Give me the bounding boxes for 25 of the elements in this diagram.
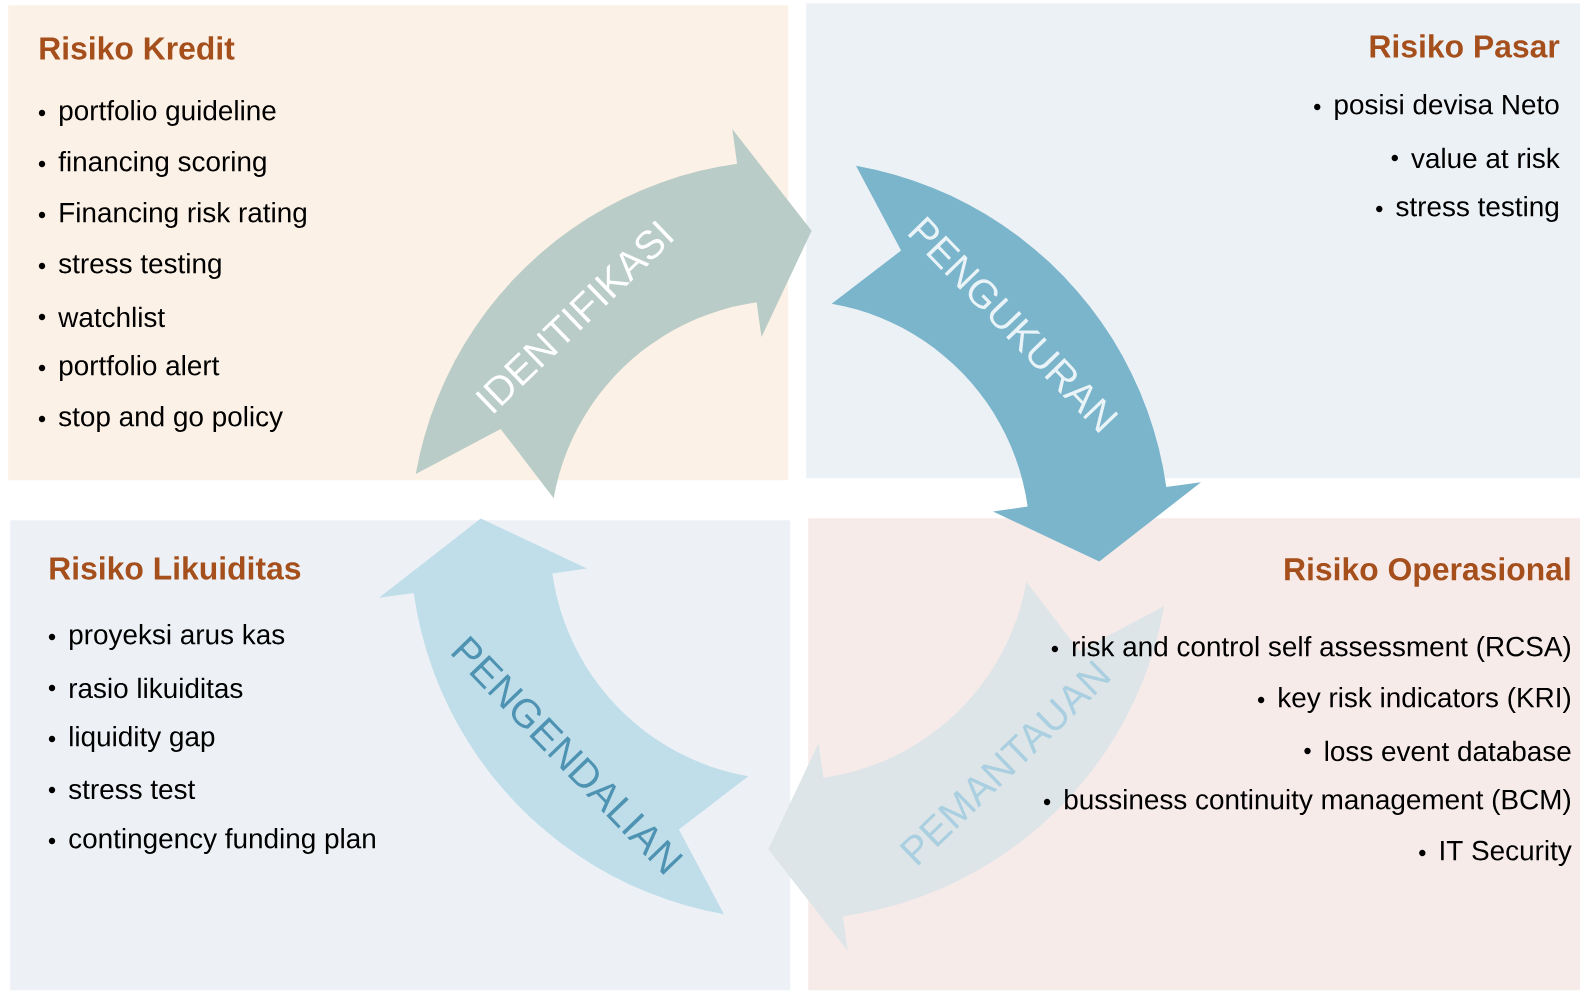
bullet-item: key risk indicators (KRI) xyxy=(1279,687,1571,713)
bullet-item: stress testing xyxy=(59,253,221,279)
panel-heading: Risiko Likuiditas xyxy=(50,556,301,580)
cycle-segment xyxy=(831,165,1201,562)
bullet-item: loss event database xyxy=(1325,740,1571,762)
bullet-item: stress testing xyxy=(1396,196,1558,222)
bullet-item: rasio likuiditas xyxy=(70,677,243,699)
panel-heading: Risiko Operasional xyxy=(1285,557,1570,587)
panel-heading: Risiko Kredit xyxy=(40,36,235,60)
bullet-item: risk and control self assessment (RCSA) xyxy=(1072,636,1571,662)
bullet-item: value at risk xyxy=(1411,147,1560,169)
bullet-item: liquidity gap xyxy=(70,726,215,752)
bullet-item: IT Security xyxy=(1441,840,1572,866)
bullet-item: stress test xyxy=(69,780,196,800)
bullet-item: watchlist xyxy=(58,306,165,328)
bullet-item: stop and go policy xyxy=(59,406,283,432)
panel-heading: Risiko Pasar xyxy=(1370,34,1560,58)
bullet-item: financing scoring xyxy=(58,151,266,177)
bullet-item: portfolio guideline xyxy=(60,100,276,126)
bullet-item: contingency funding plan xyxy=(69,828,375,854)
cycle-segment xyxy=(415,129,812,499)
bullet-item: portfolio alert xyxy=(60,355,220,381)
bullet-item: posisi devisa Neto xyxy=(1335,94,1559,120)
bullet-item: proyeksi arus kas xyxy=(70,624,285,650)
bullet-item: Financing risk rating xyxy=(60,202,306,228)
